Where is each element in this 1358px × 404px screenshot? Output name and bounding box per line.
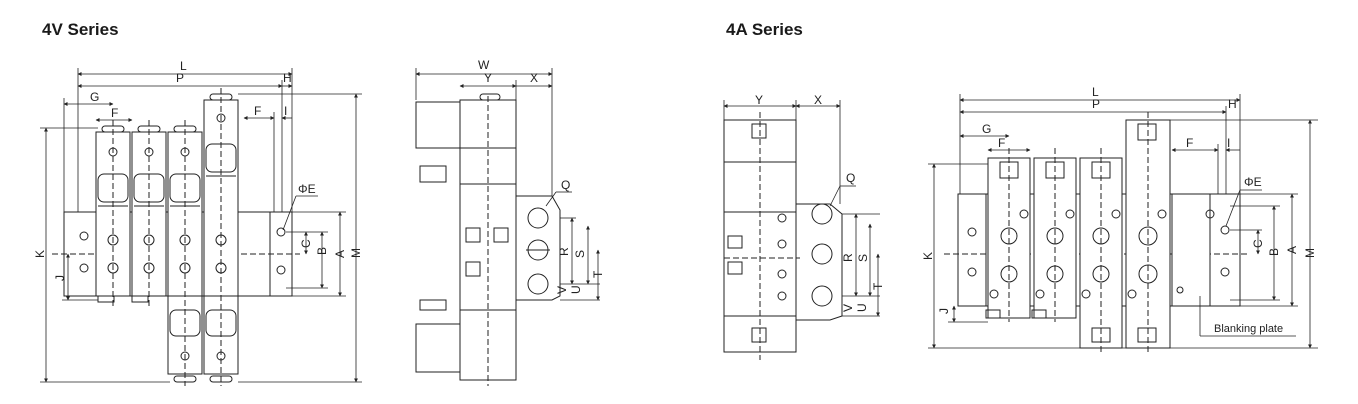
title-4a-series: 4A Series <box>726 20 803 39</box>
4a-dim-F-left: F <box>998 136 1005 150</box>
4v-dim-L: L <box>180 59 187 73</box>
4a-dim-G: G <box>982 122 991 136</box>
4v-dim-F-right: F <box>254 104 261 118</box>
4a-dim-F-right: F <box>1186 136 1193 150</box>
4a-dim-A: A <box>1285 246 1299 254</box>
4a-dim-S: S <box>856 254 870 262</box>
4v-dim-C: C <box>299 239 313 248</box>
4a-dim-C: C <box>1251 239 1265 248</box>
4v-dim-K: K <box>33 250 47 258</box>
4v-dim-P: P <box>176 71 184 85</box>
4v-front-dimensions <box>40 68 362 383</box>
4a-dim-R: R <box>841 253 855 262</box>
4v-dim-M: M <box>349 248 363 258</box>
4v-dim-T: T <box>591 270 605 278</box>
4v-dim-S: S <box>573 250 587 258</box>
4v-dim-W: W <box>478 58 490 72</box>
4a-dim-P: P <box>1092 97 1100 111</box>
4v-dim-Q: Q <box>561 178 570 192</box>
4v-dim-G: G <box>90 90 99 104</box>
4v-front-dimension-labels: L P H G F F I ΦE C B A M K J <box>33 59 363 281</box>
4v-dim-F-left: F <box>111 106 118 120</box>
4v-dim-U: U <box>569 285 583 294</box>
4v-dim-phi-E: ΦE <box>298 182 316 196</box>
4v-dim-A: A <box>333 250 347 258</box>
4v-side-view <box>415 93 561 386</box>
4v-dim-R: R <box>557 247 571 256</box>
4v-dim-J: J <box>53 275 67 281</box>
4v-dim-X: X <box>530 71 538 85</box>
4a-dim-phi-E: ΦE <box>1244 175 1262 189</box>
4v-dim-H: H <box>283 71 292 85</box>
4a-dim-K: K <box>921 252 935 260</box>
4a-dim-V: V <box>841 304 855 312</box>
4a-dim-I: I <box>1227 136 1230 150</box>
4a-dim-M: M <box>1303 248 1317 258</box>
4a-dim-T: T <box>871 282 885 290</box>
4a-dim-L: L <box>1092 85 1099 99</box>
4a-front-dimension-labels: L P H G F F I ΦE C B A M K J Blanking pl… <box>921 85 1317 335</box>
4a-dim-H: H <box>1228 97 1237 111</box>
4a-dim-Y: Y <box>755 93 763 107</box>
4a-front-view <box>944 112 1250 352</box>
4a-blanking-plate <box>1171 193 1211 307</box>
4a-dim-Q: Q <box>846 171 855 185</box>
4v-dim-I: I <box>284 104 287 118</box>
4v-front-view <box>52 88 300 386</box>
4a-dim-J: J <box>937 308 951 314</box>
4v-side-dimensions <box>415 68 600 301</box>
4v-side-dimension-labels: W Y X Q R S T V U <box>478 58 605 294</box>
4a-side-dimensions <box>723 100 880 317</box>
4v-dim-B: B <box>315 247 329 255</box>
4v-dim-Y: Y <box>484 71 492 85</box>
4a-side-dimension-labels: Y X Q R S T V U <box>755 93 885 312</box>
4a-side-view <box>723 112 843 360</box>
4a-dim-X: X <box>814 93 822 107</box>
4a-dim-B: B <box>1267 248 1281 256</box>
4a-front-dimensions <box>928 94 1318 349</box>
4a-dim-U: U <box>855 303 869 312</box>
blanking-plate-label: Blanking plate <box>1214 323 1283 335</box>
title-4v-series: 4V Series <box>42 20 119 39</box>
4v-dim-V: V <box>555 286 569 294</box>
